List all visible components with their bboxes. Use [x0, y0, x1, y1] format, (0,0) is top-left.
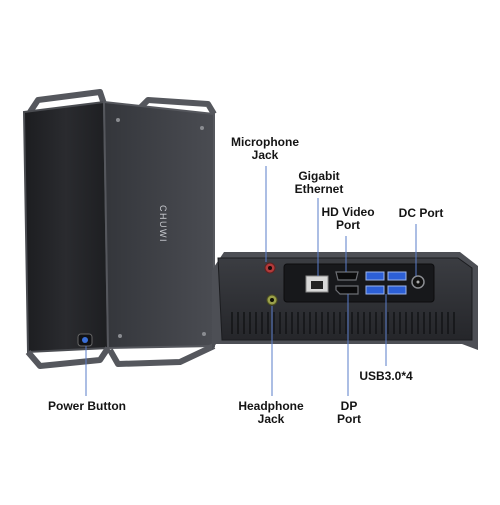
hdmi-port-icon — [335, 271, 359, 281]
microphone-jack-label: Microphone Jack — [231, 135, 299, 162]
power-button-label: Power Button — [48, 399, 126, 413]
headphone-jack-icon — [266, 294, 278, 306]
headphone-jack-label: Headphone Jack — [238, 399, 304, 426]
dc-port-label: DC Port — [398, 206, 444, 220]
dp-port-label: DP Port — [337, 399, 361, 426]
displayport-icon — [335, 285, 359, 295]
usb-label: USB3.0*4 — [359, 369, 413, 383]
brand-logo: CHUWI — [158, 205, 168, 243]
gigabit-ethernet-label: Gigabit Ethernet — [294, 169, 344, 196]
hd-video-port-label: HD Video Port — [321, 205, 375, 232]
vent-grille — [231, 312, 455, 334]
power-button-icon[interactable] — [77, 333, 93, 347]
callout-lines — [85, 166, 417, 396]
microphone-jack-icon — [264, 262, 276, 274]
tower-unit: CHUWI — [22, 89, 217, 369]
rear-unit — [212, 252, 478, 350]
ethernet-port-icon — [305, 275, 329, 293]
usb-port-icon — [365, 271, 407, 295]
dc-port-icon — [411, 275, 425, 289]
